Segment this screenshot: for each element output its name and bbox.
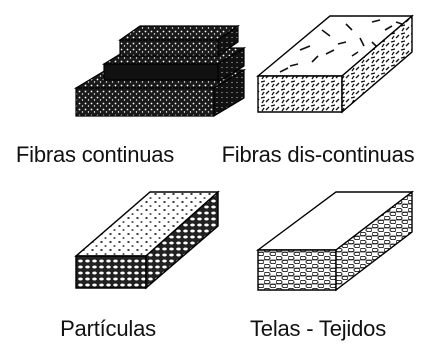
caption-continuous-fibers: Fibras continuas xyxy=(16,144,174,166)
particles-figure xyxy=(76,192,218,288)
caption-discontinuous-fibers: Fibras dis-continuas xyxy=(222,144,415,166)
caption-fabrics: Telas - Tejidos xyxy=(250,318,386,340)
continuous-fibers-figure xyxy=(76,26,244,116)
discontinuous-fibers-figure xyxy=(258,16,412,112)
caption-particles: Partículas xyxy=(60,318,156,340)
fabrics-figure xyxy=(258,192,412,290)
